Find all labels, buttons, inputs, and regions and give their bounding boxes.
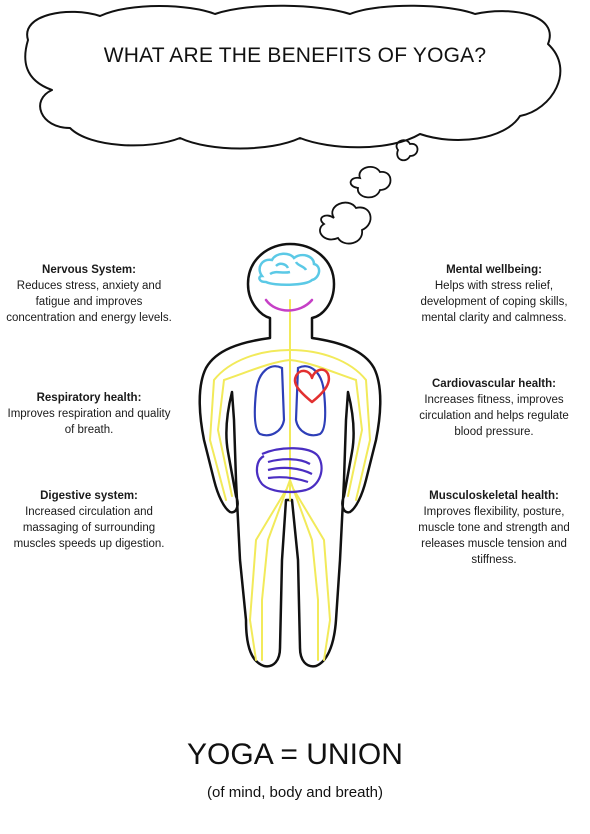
benefit-title: Respiratory health:	[36, 392, 142, 404]
left-lung-icon	[253, 365, 286, 437]
benefit-respiratory-health: Respiratory health: Improves respiration…	[4, 390, 174, 438]
body-outline	[198, 242, 382, 668]
heart-icon	[293, 368, 331, 404]
benefit-text: Increased circulation and massaging of s…	[13, 506, 165, 550]
benefit-text: Improves flexibility, posture, muscle to…	[418, 506, 570, 566]
benefit-title: Nervous System:	[42, 264, 136, 276]
benefit-mental-wellbeing: Mental wellbeing: Helps with stress reli…	[406, 262, 582, 326]
benefit-cardiovascular-health: Cardiovascular health: Increases fitness…	[406, 376, 582, 440]
intestines-icon	[255, 447, 323, 494]
brain-icon	[258, 252, 321, 286]
thought-bubble-large	[319, 201, 372, 245]
footer-headline: YOGA = UNION	[187, 738, 403, 771]
thought-bubble-medium	[349, 165, 392, 199]
benefit-nervous-system: Nervous System: Reduces stress, anxiety …	[4, 262, 174, 326]
footer-subtitle: (of mind, body and breath)	[207, 784, 383, 801]
benefit-title: Cardiovascular health:	[432, 378, 556, 390]
benefit-title: Digestive system:	[40, 490, 138, 502]
benefit-title: Musculoskeletal health:	[429, 490, 559, 502]
nervous-system-lines	[208, 299, 372, 661]
benefit-text: Helps with stress relief, development of…	[420, 280, 568, 324]
benefit-musculoskeletal-health: Musculoskeletal health: Improves flexibi…	[406, 488, 582, 568]
benefit-text: Increases fitness, improves circulation …	[419, 394, 569, 438]
benefit-text: Reduces stress, anxiety and fatigue and …	[6, 280, 172, 324]
benefit-text: Improves respiration and quality of brea…	[7, 408, 171, 436]
benefit-title: Mental wellbeing:	[446, 264, 542, 276]
thought-cloud	[24, 4, 562, 150]
benefit-digestive-system: Digestive system: Increased circulation …	[4, 488, 174, 552]
thought-bubble-small	[395, 139, 419, 162]
page-title: WHAT ARE THE BENEFITS OF YOGA?	[103, 44, 487, 67]
smile-icon	[264, 298, 314, 312]
